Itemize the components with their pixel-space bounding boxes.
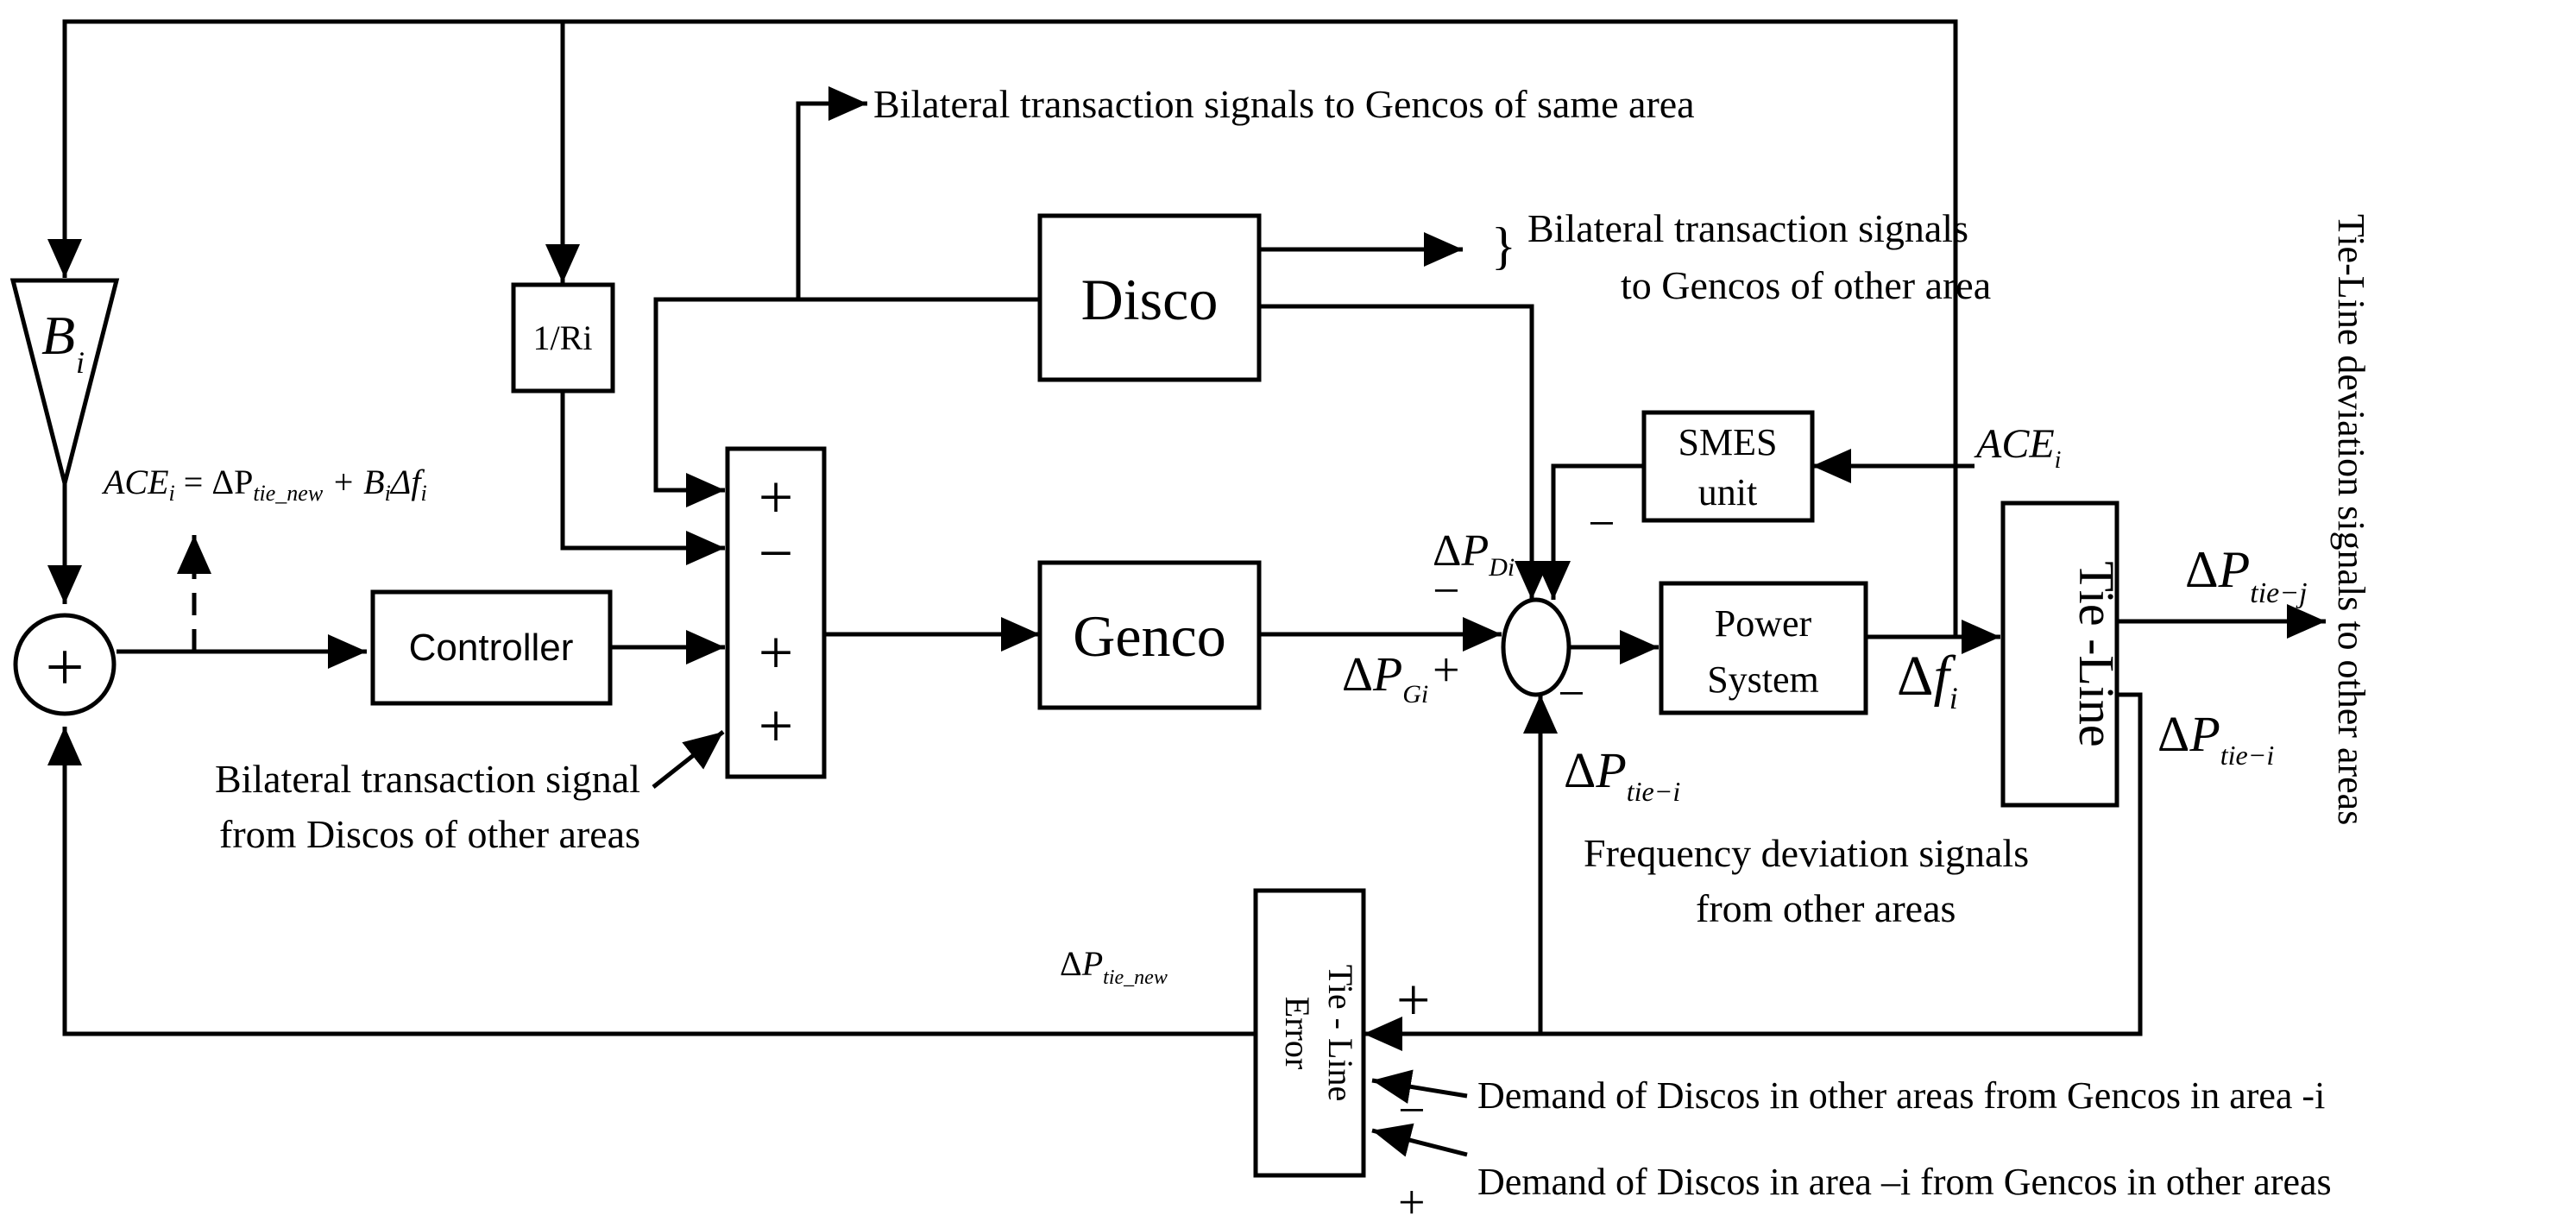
- genco-block: Genco: [1037, 560, 1262, 710]
- smes-label-line1: SMES: [1678, 421, 1778, 463]
- mixer-minus-sign: −: [759, 519, 794, 588]
- smes-minus-sign: −: [1588, 497, 1616, 551]
- smes-label-line2: unit: [1698, 471, 1757, 513]
- signal-symbols: ACEi = ΔPtie_new + BiΔfi ΔPDi ΔPGi ΔPtie…: [101, 421, 2308, 989]
- dptie-minus-sign: −: [1558, 667, 1585, 721]
- tie-line-error-label-line1: Tie - Line: [1321, 965, 1360, 1102]
- tie-line-deviation-vertical-label: Tie-Line deviation signals to other area…: [2330, 214, 2372, 825]
- bi-symbol: B: [41, 305, 75, 366]
- signal-signs: − − + − + − +: [1396, 497, 1616, 1228]
- demand-area-i-label: Demand of Discos in area –i from Gencos …: [1477, 1161, 2332, 1203]
- freq-deviation-label-line2: from other areas: [1696, 886, 1956, 930]
- power-system-label-line2: System: [1707, 658, 1819, 701]
- controller-label: Controller: [409, 627, 574, 669]
- dpg-plus-sign: +: [1433, 644, 1460, 697]
- controller-block: Controller: [370, 589, 613, 706]
- disco-label: Disco: [1081, 267, 1219, 332]
- delta-p-tie-j-label: ΔPtie−j: [2185, 541, 2308, 609]
- disco-block: Disco: [1037, 213, 1262, 382]
- bilateral-other-area-label-line1: Bilateral transaction signals: [1527, 206, 1968, 250]
- bi-subscript: i: [76, 345, 85, 380]
- bilateral-other-area-label-line2: to Gencos of other area: [1621, 263, 1991, 307]
- power-system-block: Power System: [1659, 581, 1868, 715]
- smes-block: SMES unit: [1641, 410, 1815, 523]
- annotation-labels: Bilateral transaction signals to Gencos …: [215, 82, 2372, 1203]
- tie-error-plus-sign-2: +: [1398, 1176, 1426, 1228]
- tie-line-error-label-line2: Error: [1278, 997, 1317, 1069]
- ri-block: 1/Ri: [511, 282, 615, 394]
- ri-label: 1/Ri: [533, 318, 593, 357]
- bilateral-same-area-label: Bilateral transaction signals to Gencos …: [873, 82, 1695, 126]
- mixer-plus-sign: +: [759, 463, 794, 532]
- delta-p-tie-new-label: ΔPtie_new: [1060, 944, 1168, 989]
- tie-line-error-block: Tie - Line Error: [1253, 888, 1366, 1178]
- delta-p-di-label: ΔPDi: [1433, 526, 1515, 582]
- mixer-plus-sign-2: +: [759, 618, 794, 687]
- dpd-minus-sign: −: [1433, 564, 1460, 618]
- delta-p-tie-i-junction-label: ΔPtie−i: [1564, 742, 1680, 807]
- delta-p-gi-label: ΔPGi: [1342, 648, 1428, 708]
- tie-error-minus-sign: −: [1398, 1084, 1426, 1137]
- demand-other-areas-label: Demand of Discos in other areas from Gen…: [1477, 1074, 2325, 1117]
- ace-equation: ACEi = ΔPtie_new + BiΔfi: [101, 463, 427, 506]
- connection-wires: [47, 19, 2326, 1157]
- ace-i-label: ACEi: [1974, 421, 2061, 474]
- tie-line-block: Tie -Line: [2000, 501, 2125, 808]
- tie-error-plus-sign: +: [1396, 967, 1430, 1034]
- mixer-plus-sign-3: +: [759, 691, 794, 760]
- tie-line-label: Tie -Line: [2069, 561, 2125, 746]
- brace-glyph: }: [1491, 217, 1516, 274]
- sum-junction: +: [13, 613, 117, 716]
- delta-p-tie-i-label: ΔPtie−i: [2157, 706, 2274, 771]
- sum-plus-sign: +: [45, 630, 84, 706]
- delta-f-i-label: Δfi: [1897, 645, 1958, 715]
- power-system-label-line1: Power: [1715, 602, 1812, 645]
- load-junction: [1501, 597, 1571, 697]
- bi-gain-block: B i: [9, 278, 120, 484]
- freq-deviation-label-line1: Frequency deviation signals: [1584, 831, 2029, 875]
- genco-label: Genco: [1073, 603, 1225, 669]
- mixer-block: + − + +: [725, 446, 827, 779]
- bilateral-from-discos-label-line2: from Discos of other areas: [219, 812, 640, 856]
- bilateral-from-discos-label-line1: Bilateral transaction signal: [215, 757, 640, 801]
